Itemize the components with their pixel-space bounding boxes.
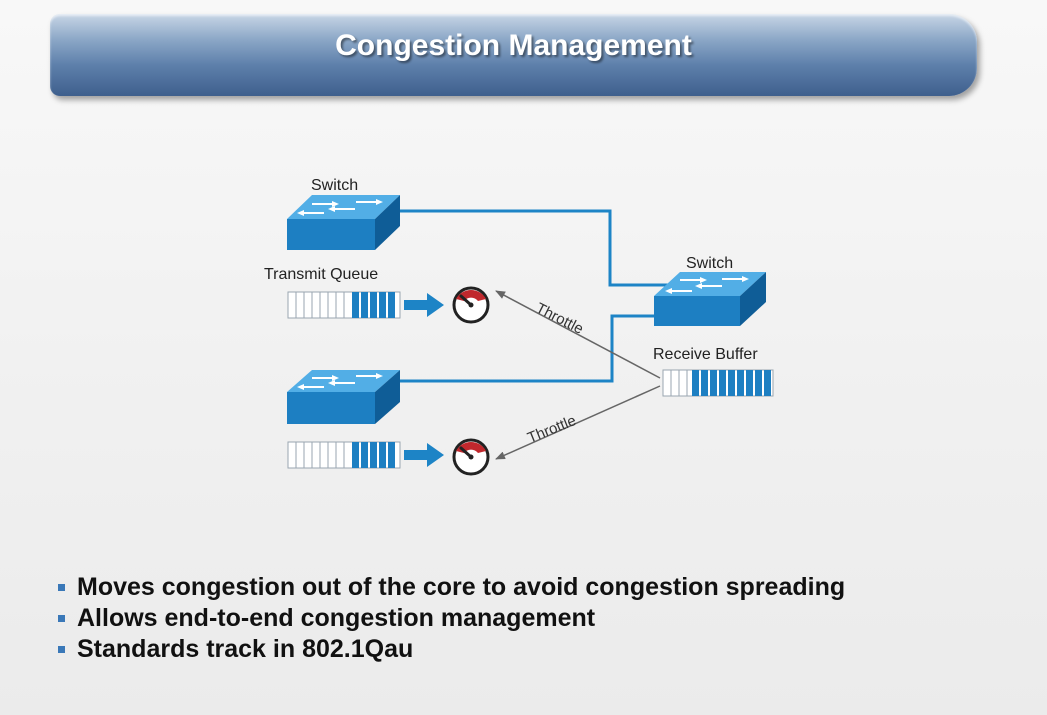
transmit-queue-top: [287, 291, 401, 319]
throttle-upper-label: Throttle: [533, 300, 586, 338]
bullet-square-icon: [58, 615, 65, 622]
bullet-item: Standards track in 802.1Qau: [58, 634, 845, 665]
switch-top-label: Switch: [311, 177, 358, 194]
bullet-item: Moves congestion out of the core to avoi…: [58, 572, 845, 603]
link-top-switch-to-right-switch: [398, 209, 682, 287]
bullet-item: Allows end-to-end congestion management: [58, 603, 845, 634]
bullet-text: Moves congestion out of the core to avoi…: [77, 573, 846, 601]
switch-top-left-icon: [287, 195, 400, 250]
transmit-queue-label: Transmit Queue: [264, 266, 378, 283]
arrow-right-icon: [404, 293, 444, 317]
switch-right-icon: [654, 272, 766, 326]
switch-right-label: Switch: [686, 255, 733, 272]
throttle-lower-label: Throttle: [525, 412, 579, 447]
transmit-queue-bottom: [287, 441, 401, 469]
slide-title: Congestion Management: [335, 29, 692, 62]
bullet-text: Allows end-to-end congestion management: [77, 604, 596, 632]
switch-bottom-left-icon: [287, 370, 400, 424]
throttle-arrow-lower: [495, 385, 661, 460]
receive-buffer-label: Receive Buffer: [653, 346, 758, 363]
bullet-list: Moves congestion out of the core to avoi…: [58, 572, 845, 665]
bullet-square-icon: [58, 584, 65, 591]
link-bottom-switch-to-right-switch: [399, 314, 668, 383]
bullet-square-icon: [58, 646, 65, 653]
receive-buffer: [662, 369, 774, 397]
network-links: [398, 209, 682, 383]
arrow-right-icon: [404, 443, 444, 467]
title-banner: Congestion Management: [50, 14, 977, 96]
gauge-icon: [452, 286, 490, 324]
throttle-arrow-upper: [495, 290, 661, 379]
bullet-text: Standards track in 802.1Qau: [77, 635, 414, 663]
gauge-icon: [452, 438, 490, 476]
